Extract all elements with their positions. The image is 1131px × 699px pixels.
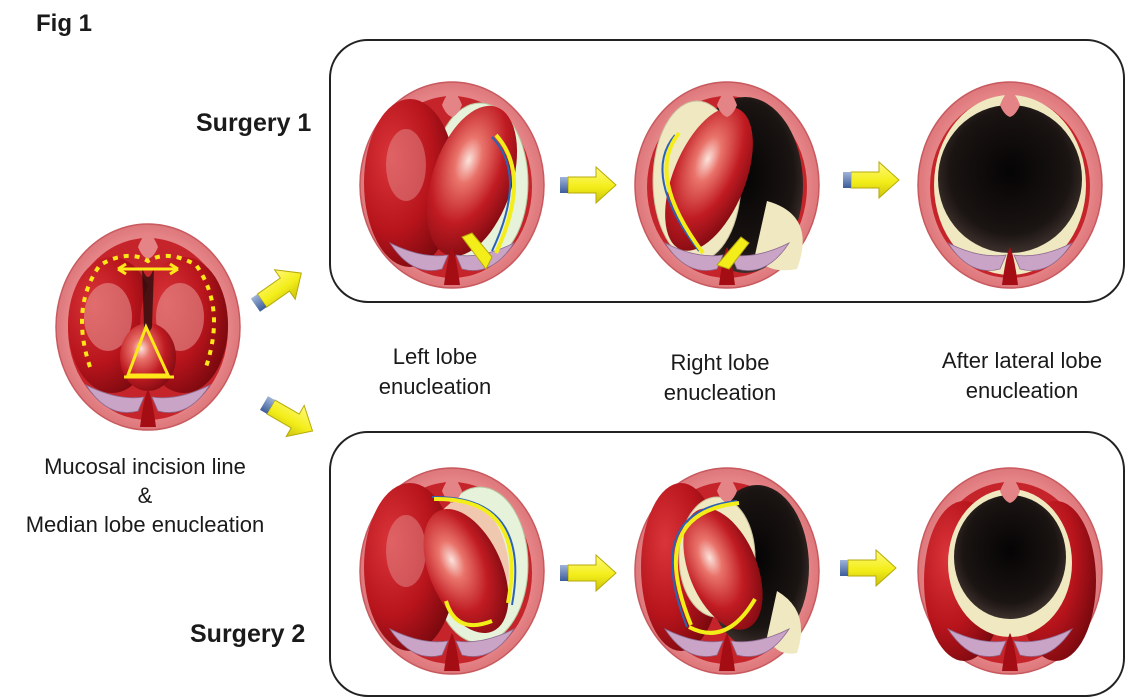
stage-left-line2: enucleation — [360, 372, 510, 402]
stage-left-line1: Left lobe — [360, 342, 510, 372]
stage-after-line2: enucleation — [912, 376, 1131, 406]
stage-right-line1: Right lobe — [645, 348, 795, 378]
s2-arrow-1 — [560, 555, 616, 591]
s1-stage3-organ — [918, 82, 1102, 288]
s2-stage2-organ — [635, 468, 819, 674]
stage-right-lobe-label: Right lobe enucleation — [645, 348, 795, 408]
s2-stage3-organ — [918, 468, 1102, 674]
s1-arrow-1 — [560, 167, 616, 203]
stage-left-lobe-label: Left lobe enucleation — [360, 342, 510, 402]
s2-arrow-2 — [840, 550, 896, 586]
s2-stage1-organ — [360, 468, 544, 674]
s1-stage2-organ — [635, 82, 819, 288]
start-caption-line1: Mucosal incision line — [0, 452, 290, 481]
start-organ — [56, 224, 240, 430]
surgery-1-label: Surgery 1 — [196, 109, 311, 138]
surgery-2-label: Surgery 2 — [190, 620, 305, 649]
arrow-to-surgery2 — [255, 387, 321, 446]
start-caption-line2: & — [0, 481, 290, 510]
s1-arrow-2 — [843, 162, 899, 198]
figure-title: Fig 1 — [36, 10, 92, 38]
start-caption-line3: Median lobe enucleation — [0, 510, 290, 539]
stage-right-line2: enucleation — [645, 378, 795, 408]
stage-after-label: After lateral lobe enucleation — [912, 346, 1131, 406]
s1-stage1-organ — [360, 82, 544, 288]
start-caption: Mucosal incision line & Median lobe enuc… — [0, 452, 290, 539]
stage-after-line1: After lateral lobe — [912, 346, 1131, 376]
arrow-to-surgery1 — [245, 258, 312, 320]
